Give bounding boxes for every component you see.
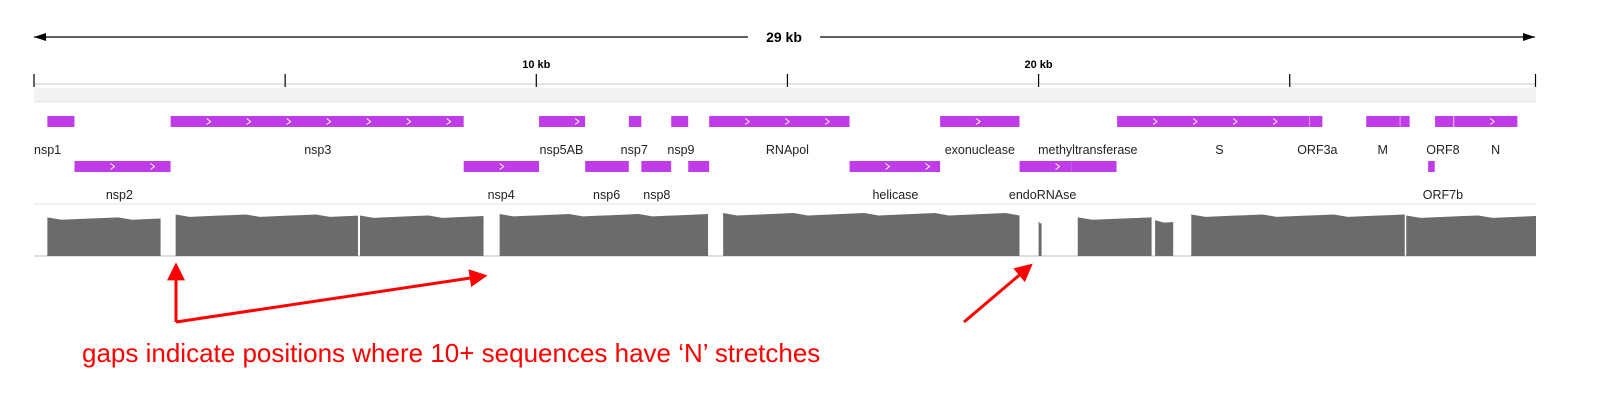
feature-bar	[1400, 116, 1410, 127]
ruler-tick-label: 10 kb	[522, 59, 550, 71]
feature-track-background	[34, 88, 1536, 102]
feature-label: ORF7b	[1423, 188, 1463, 202]
feature-row-2	[74, 161, 1435, 172]
coverage-block	[359, 215, 484, 256]
strand-chevron	[206, 118, 212, 125]
feature-bar	[1428, 161, 1435, 172]
strand-chevron	[1489, 118, 1496, 125]
feature-label: M	[1377, 143, 1387, 157]
feature-bar	[539, 116, 586, 127]
coverage-block	[499, 214, 709, 256]
feature-bar	[1435, 116, 1454, 127]
feature-bar	[849, 161, 941, 172]
feature-bar	[47, 116, 75, 127]
ruler-tick-label: 20 kb	[1025, 59, 1053, 71]
annotation-arrow-middle	[175, 269, 488, 324]
feature-bar	[585, 161, 629, 172]
feature-label: nsp3	[304, 143, 331, 157]
feature-label: nsp4	[488, 188, 515, 202]
feature-bar	[628, 116, 642, 127]
feature-bar	[463, 161, 540, 172]
coverage-block	[1038, 221, 1042, 256]
coverage-block	[47, 217, 161, 256]
strand-chevron	[446, 118, 452, 125]
strand-chevron	[366, 118, 372, 125]
feature-label: exonuclease	[945, 143, 1015, 157]
feature-bar	[170, 116, 464, 127]
ruler: 29 kb 10 kb 20 kb	[33, 29, 1537, 87]
feature-label: ORF8	[1426, 143, 1459, 157]
strand-chevron	[1232, 118, 1238, 125]
annotation: gaps indicate positions where 10+ sequen…	[82, 262, 1033, 368]
feature-label: methyltransferase	[1038, 143, 1137, 157]
strand-chevron	[1192, 118, 1198, 125]
coverage-track	[47, 213, 1536, 256]
feature-bar	[688, 161, 710, 172]
feature-label: S	[1215, 143, 1223, 157]
feature-bar	[671, 116, 689, 127]
coverage-block	[1191, 214, 1405, 256]
feature-row-1	[47, 116, 1518, 127]
strand-chevron	[925, 163, 931, 170]
strand-chevron	[1055, 163, 1061, 170]
feature-label: RNApol	[766, 143, 809, 157]
strand-chevron	[326, 118, 332, 125]
feature-labels-row-1: nsp1 nsp3 nsp5AB nsp7 nsp9 RNApol exonuclease m…	[34, 143, 1500, 157]
strand-chevron	[499, 163, 505, 170]
strand-chevron	[246, 118, 252, 125]
feature-label: nsp2	[106, 188, 133, 202]
feature-label: helicase	[872, 188, 918, 202]
strand-chevron	[784, 118, 791, 125]
strand-chevron	[1152, 118, 1158, 125]
strand-chevron	[1272, 118, 1278, 125]
coverage-block	[1077, 217, 1152, 256]
feature-bar	[74, 161, 171, 172]
strand-chevron	[286, 118, 292, 125]
feature-bar	[1071, 161, 1117, 172]
feature-label: nsp8	[643, 188, 670, 202]
ruler-tick-labels: 10 kb 20 kb	[522, 59, 1053, 71]
strand-chevron	[150, 163, 156, 170]
ruler-right-arrowhead	[1523, 33, 1535, 41]
strand-chevron	[975, 118, 981, 125]
annotation-text: gaps indicate positions where 10+ sequen…	[82, 338, 820, 368]
feature-label: N	[1491, 143, 1500, 157]
ruler-ticks	[33, 74, 1537, 87]
ruler-title: 29 kb	[766, 29, 802, 45]
feature-label: nsp9	[667, 143, 694, 157]
feature-label: nsp5AB	[540, 143, 584, 157]
coverage-block	[723, 213, 1020, 256]
strand-chevron	[574, 118, 580, 125]
feature-label: endoRNAse	[1009, 188, 1076, 202]
strand-chevron	[885, 163, 891, 170]
annotation-arrow-right	[963, 263, 1033, 324]
ruler-left-arrowhead	[34, 33, 46, 41]
feature-bar	[1117, 116, 1310, 127]
feature-label: nsp1	[34, 143, 61, 157]
feature-label: nsp6	[593, 188, 620, 202]
feature-label: nsp7	[621, 143, 648, 157]
coverage-block	[1406, 215, 1536, 256]
feature-bar	[1366, 116, 1400, 127]
strand-chevron	[824, 118, 831, 125]
feature-bar	[1454, 116, 1518, 127]
feature-bar	[1309, 116, 1323, 127]
feature-bar	[709, 116, 850, 127]
feature-bar	[641, 161, 672, 172]
strand-chevron	[110, 163, 116, 170]
feature-labels-row-2: nsp2 nsp4 nsp6 nsp8 helicase endoRNAse ORF7b	[106, 188, 1463, 202]
strand-chevron	[406, 118, 412, 125]
feature-label: ORF3a	[1297, 143, 1337, 157]
coverage-block	[175, 214, 358, 256]
feature-bar	[1019, 161, 1072, 172]
strand-chevron	[744, 118, 751, 125]
coverage-block	[1155, 220, 1174, 256]
